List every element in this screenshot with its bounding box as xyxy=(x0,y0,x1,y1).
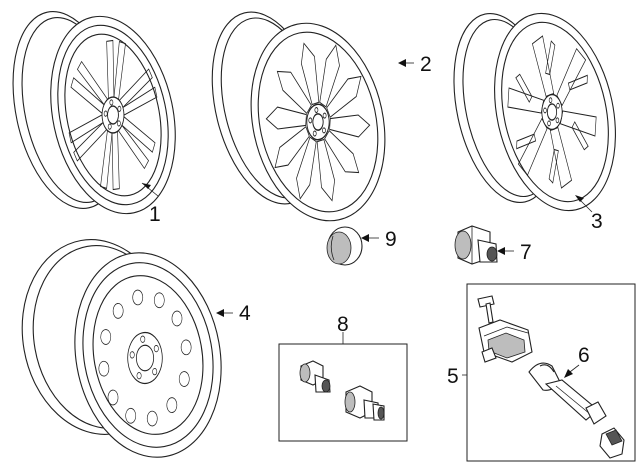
wheel-1-illustration xyxy=(12,11,176,215)
callout-4: 4 xyxy=(239,302,251,325)
wheel-lock-kit-illustration xyxy=(278,332,408,442)
wheel-2-illustration xyxy=(211,11,414,222)
callout-2: 2 xyxy=(420,53,432,76)
callout-9: 9 xyxy=(385,228,397,251)
wheel-3-illustration xyxy=(453,12,616,213)
lug-nut-illustration xyxy=(454,225,514,265)
callout-3: 3 xyxy=(591,210,603,233)
callout-8: 8 xyxy=(337,313,349,336)
tpms-kit-box xyxy=(466,283,636,462)
center-cap-illustration xyxy=(326,226,379,266)
wheel-lock-kit-box xyxy=(278,343,408,442)
callout-5: 5 xyxy=(447,365,459,388)
callout-6: 6 xyxy=(578,344,590,367)
tpms-kit-illustration xyxy=(462,283,636,462)
steel-wheel-illustration xyxy=(21,239,233,458)
callout-1: 1 xyxy=(149,203,161,226)
callout-7: 7 xyxy=(520,241,532,264)
